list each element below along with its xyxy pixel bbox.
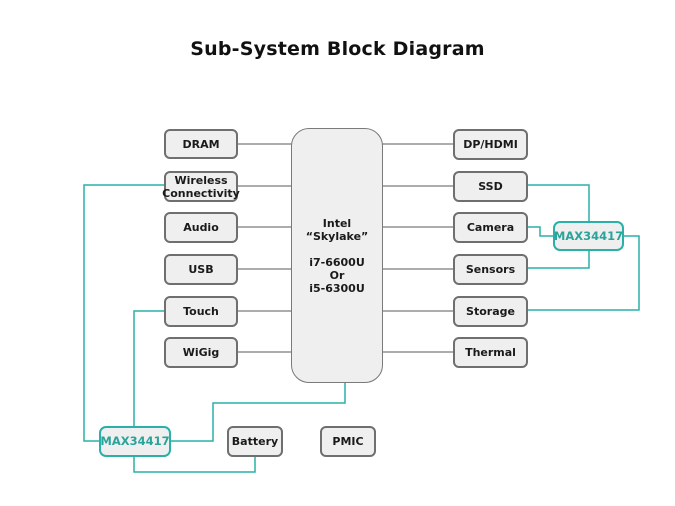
wireless-connectivity-block: Wireless Connectivity	[162, 171, 240, 202]
teal-camera-to-max	[527, 226, 553, 237]
max34417-right-chip: MAX34417	[553, 221, 624, 251]
dphdmi-block: DP/HDMI	[453, 129, 528, 160]
teal-max-to-sensors	[527, 250, 590, 269]
cpu-or: Or	[329, 268, 345, 282]
teal-max-to-battery	[133, 456, 256, 473]
wigig-block: WiGig	[164, 337, 238, 368]
battery-block: Battery	[227, 426, 283, 457]
teal-touch-to-max	[133, 310, 164, 427]
touch-block: Touch	[164, 296, 238, 327]
teal-max-to-storage	[527, 235, 640, 311]
audio-block: Audio	[164, 212, 238, 243]
storage-block: Storage	[453, 296, 528, 327]
camera-block: Camera	[453, 212, 528, 243]
teal-ssd-to-max	[527, 184, 590, 222]
cpu-block: Intel “Skylake” i7-6600U Or i5-6300U	[291, 128, 383, 383]
ssd-block: SSD	[453, 171, 528, 202]
sensors-block: Sensors	[453, 254, 528, 285]
pmic-block: PMIC	[320, 426, 376, 457]
cpu-model-b: i5-6300U	[309, 281, 365, 295]
cpu-name: Intel “Skylake”	[305, 216, 369, 243]
cpu-model-a: i7-6600U	[309, 255, 365, 269]
thermal-block: Thermal	[453, 337, 528, 368]
max34417-bottom-chip: MAX34417	[99, 426, 171, 457]
teal-wireless-to-max	[83, 184, 164, 442]
usb-block: USB	[164, 254, 238, 285]
dram-block: DRAM	[164, 129, 238, 159]
teal-cpu-to-max	[170, 383, 346, 442]
diagram-title: Sub-System Block Diagram	[190, 38, 485, 60]
